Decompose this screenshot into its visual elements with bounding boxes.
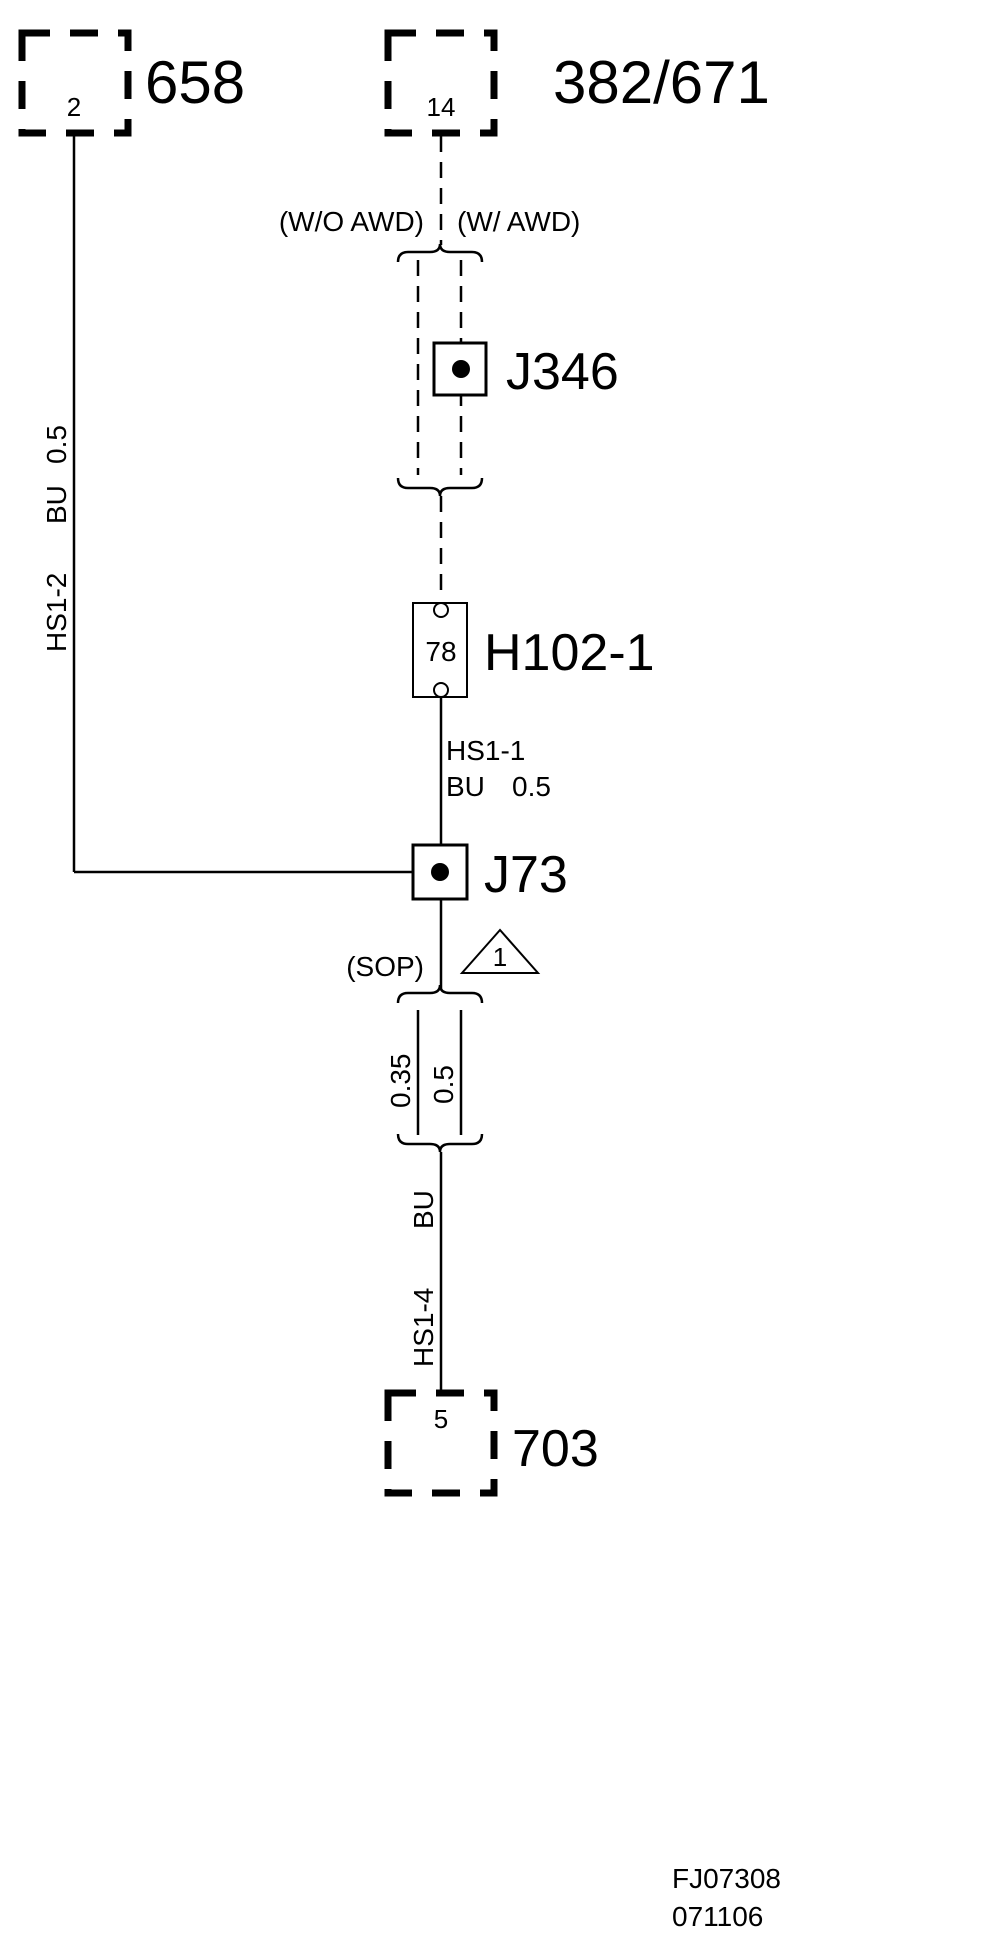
connector-703-pin: 5 — [434, 1404, 448, 1434]
wire-hs1-1-size: 0.5 — [512, 771, 551, 802]
splice-j73-label: J73 — [484, 846, 568, 904]
connector-658-label: 658 — [145, 49, 245, 116]
splice-j346-label: J346 — [506, 343, 619, 401]
inline-connector-h102-1-bottom-pin — [433, 682, 449, 698]
wire-hs1-4-color: BU — [408, 1190, 439, 1229]
connector-382-671-label: 382/671 — [553, 49, 770, 116]
connector-658: 2 658 — [18, 29, 245, 137]
connector-382-671-pin: 14 — [427, 92, 456, 122]
wire-hs1-4-circuit: HS1-4 — [408, 1288, 439, 1367]
option-sop: (SOP) — [346, 951, 424, 982]
wire-hs1-1: HS1-1 BU 0.5 — [439, 697, 551, 845]
wire-hs1-4-size-a: 0.35 — [385, 1054, 416, 1109]
connector-658-pin: 2 — [67, 92, 81, 122]
wire-hs1-4: (SOP) 1 0.35 0.5 HS1-4 BU — [346, 899, 541, 1395]
splice-j346-dot — [452, 360, 470, 378]
connector-703: 5 703 — [384, 1389, 599, 1497]
wire-hs1-1-color: BU — [446, 771, 485, 802]
drawing-reference: FJ07308 071106 — [672, 1863, 781, 1932]
connector-382-671: 14 382/671 — [384, 29, 770, 137]
connector-658-box — [18, 29, 132, 137]
wire-hs1-4-size-b: 0.5 — [428, 1065, 459, 1104]
inline-connector-h102-1-box — [412, 602, 468, 698]
note-marker: 1 — [459, 928, 541, 974]
wire-hs1-2-circuit: HS1-2 — [41, 573, 72, 652]
inline-connector-h102-1-pin: 78 — [425, 636, 456, 667]
size-brace-top — [396, 984, 484, 1004]
connector-703-box — [384, 1389, 498, 1497]
splice-j73-dot — [431, 863, 449, 881]
wire-hs1-2: HS1-2 BU 0.5 — [41, 136, 413, 874]
drawing-code: FJ07308 — [672, 1863, 781, 1894]
option-brace-bottom — [396, 477, 484, 497]
splice-j73: J73 — [411, 843, 568, 904]
note-marker-number: 1 — [493, 942, 507, 972]
option-with-awd: (W/ AWD) — [457, 206, 580, 237]
option-brace-top — [396, 243, 484, 263]
wire-hs1-1-circuit: HS1-1 — [446, 735, 525, 766]
drawing-date: 071106 — [672, 1901, 763, 1932]
inline-connector-h102-1-label: H102-1 — [484, 624, 655, 682]
wire-hs1-2-color: BU — [41, 485, 72, 524]
connector-703-label: 703 — [512, 1420, 599, 1478]
inline-connector-h102-1-top-pin — [433, 602, 449, 618]
wire-hs1-2-size: 0.5 — [41, 425, 72, 464]
inline-connector-h102-1: 78 H102-1 — [412, 602, 655, 698]
size-brace-bottom — [396, 1133, 484, 1153]
connector-382-671-box — [384, 29, 498, 137]
option-without-awd: (W/O AWD) — [279, 206, 424, 237]
splice-j346: J346 — [432, 341, 619, 401]
